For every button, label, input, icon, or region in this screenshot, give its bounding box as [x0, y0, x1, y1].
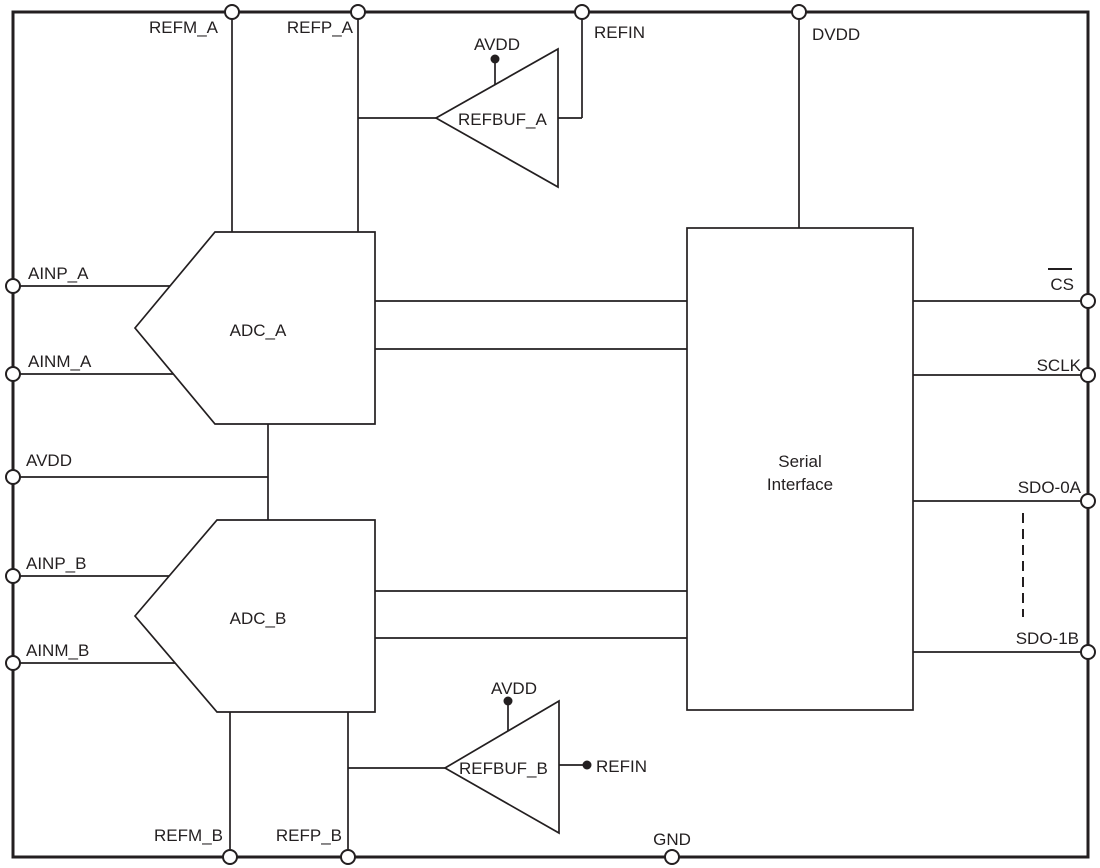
- sclk-label: SCLK: [1037, 356, 1082, 375]
- pin-refm-a: [224, 4, 240, 20]
- blocks: ADC_A ADC_B Serial Interface REFBUF_A RE…: [133, 47, 914, 835]
- pin-labels: REFM_A REFP_A REFIN DVDD AINP_A AINM_A A…: [26, 18, 1082, 849]
- wires: [13, 12, 1088, 857]
- pin-circles: [5, 4, 1096, 865]
- adc-b-label: ADC_B: [230, 609, 287, 628]
- ainm-a-label: AINM_A: [28, 352, 92, 371]
- adc-a-label: ADC_A: [230, 321, 287, 340]
- refm-b-label: REFM_B: [154, 826, 223, 845]
- chip-outline: [11, 10, 1090, 859]
- pin-ainp-a: [5, 278, 21, 294]
- supply-taps: AVDD AVDD REFIN: [474, 35, 647, 776]
- ainp-b-label: AINP_B: [26, 554, 86, 573]
- serial-interface-label-line2: Interface: [767, 475, 833, 494]
- refbuf-b-avdd-dot: [503, 696, 513, 706]
- refp-a-label: REFP_A: [287, 18, 354, 37]
- refp-b-label: REFP_B: [276, 826, 342, 845]
- pin-sclk: [1080, 367, 1096, 383]
- pin-avdd-left: [5, 469, 21, 485]
- pin-gnd: [664, 849, 680, 865]
- cs-label: CS: [1050, 275, 1074, 294]
- pin-cs: [1080, 293, 1096, 309]
- sdo-0a-label: SDO-0A: [1018, 478, 1082, 497]
- refbuf-b-refin-label: REFIN: [596, 757, 647, 776]
- pin-ainp-b: [5, 568, 21, 584]
- gnd-label: GND: [653, 830, 691, 849]
- serial-interface-block: [686, 227, 914, 711]
- adc-b-block: [133, 519, 376, 713]
- adc-a-block: [133, 231, 376, 425]
- refbuf-a-label: REFBUF_A: [458, 110, 547, 129]
- refbuf-b-block: [443, 699, 560, 835]
- refbuf-a-block: [434, 47, 559, 189]
- refbuf-b-label: REFBUF_B: [459, 759, 548, 778]
- avdd-left-label: AVDD: [26, 451, 72, 470]
- pin-refin: [574, 4, 590, 20]
- pin-refp-b: [340, 849, 356, 865]
- sdo-1b-label: SDO-1B: [1016, 629, 1079, 648]
- pin-dvdd: [791, 4, 807, 20]
- refbuf-b-refin-dot: [582, 760, 592, 770]
- serial-interface-label-line1: Serial: [778, 452, 821, 471]
- ainp-a-label: AINP_A: [28, 264, 89, 283]
- dvdd-label: DVDD: [812, 25, 860, 44]
- refm-a-label: REFM_A: [149, 18, 219, 37]
- refbuf-a-avdd-dot: [490, 54, 500, 64]
- refbuf-a-avdd-label: AVDD: [474, 35, 520, 54]
- pin-sdo-0a: [1080, 493, 1096, 509]
- pin-sdo-1b: [1080, 644, 1096, 660]
- pin-ainm-b: [5, 655, 21, 671]
- pin-ainm-a: [5, 366, 21, 382]
- pin-refp-a: [350, 4, 366, 20]
- refbuf-b-avdd-label: AVDD: [491, 679, 537, 698]
- ainm-b-label: AINM_B: [26, 641, 89, 660]
- refin-label: REFIN: [594, 23, 645, 42]
- pin-refm-b: [222, 849, 238, 865]
